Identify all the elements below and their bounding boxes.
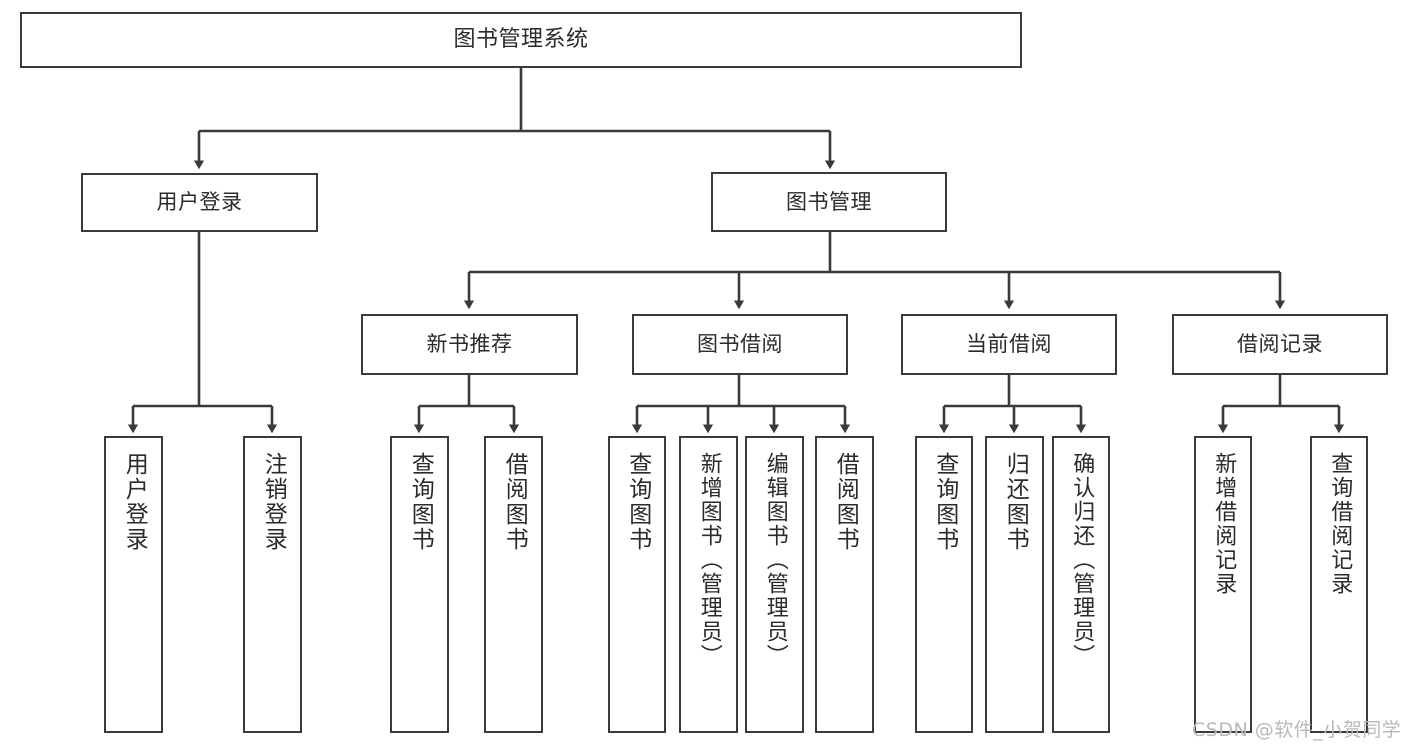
leaf-user-login-login[interactable]: 用户登录 — [104, 436, 163, 733]
node-label: 查询图书 — [407, 452, 434, 552]
leaf-current-borrow-query[interactable]: 查询图书 — [915, 436, 973, 733]
leaf-book-borrow-query[interactable]: 查询图书 — [608, 436, 666, 733]
node-label: 新增借阅记录 — [1211, 452, 1237, 596]
leaf-user-login-logout[interactable]: 注销登录 — [243, 436, 302, 733]
node-label: 借阅记录 — [1237, 332, 1323, 357]
csdn-watermark: CSDN @软件_小贺同学 — [1192, 719, 1402, 741]
leaf-current-borrow-return[interactable]: 归还图书 — [985, 436, 1044, 733]
node-borrow-record[interactable]: 借阅记录 — [1172, 314, 1388, 375]
node-label: 归还图书 — [1002, 452, 1029, 552]
leaf-borrow-record-query[interactable]: 查询借阅记录 — [1310, 436, 1368, 733]
node-new-book-recommend[interactable]: 新书推荐 — [361, 314, 578, 375]
node-user-login[interactable]: 用户登录 — [81, 173, 318, 232]
node-label: 用户登录 — [156, 190, 243, 215]
leaf-book-borrow-edit[interactable]: 编辑图书（管理员） — [745, 436, 804, 733]
node-label: 用户登录 — [121, 452, 148, 552]
node-label: 借阅图书 — [832, 452, 859, 552]
node-label: 确认归还（管理员） — [1069, 452, 1095, 668]
node-label: 图书管理系统 — [453, 27, 589, 53]
leaf-borrow-record-add[interactable]: 新增借阅记录 — [1194, 436, 1252, 733]
node-current-borrow[interactable]: 当前借阅 — [901, 314, 1117, 375]
node-label: 编辑图书（管理员） — [762, 452, 788, 668]
node-label: 借阅图书 — [501, 452, 528, 552]
leaf-current-borrow-confirm-return[interactable]: 确认归还（管理员） — [1052, 436, 1110, 733]
leaf-book-borrow-borrow[interactable]: 借阅图书 — [815, 436, 874, 733]
node-label: 注销登录 — [260, 452, 287, 552]
node-label: 查询图书 — [931, 452, 958, 552]
node-label: 图书管理 — [786, 189, 872, 214]
node-label: 查询借阅记录 — [1327, 452, 1353, 596]
leaf-new-book-query[interactable]: 查询图书 — [390, 436, 449, 733]
node-book-management[interactable]: 图书管理 — [711, 172, 947, 232]
node-label: 图书借阅 — [697, 332, 783, 357]
leaf-book-borrow-add[interactable]: 新增图书（管理员） — [679, 436, 738, 733]
node-label: 查询图书 — [624, 452, 651, 552]
node-root-system[interactable]: 图书管理系统 — [20, 12, 1022, 68]
node-label: 新增图书（管理员） — [696, 452, 722, 668]
node-label: 当前借阅 — [966, 332, 1052, 357]
leaf-new-book-borrow[interactable]: 借阅图书 — [484, 436, 543, 733]
node-book-borrow[interactable]: 图书借阅 — [632, 314, 848, 375]
node-label: 新书推荐 — [426, 332, 513, 357]
